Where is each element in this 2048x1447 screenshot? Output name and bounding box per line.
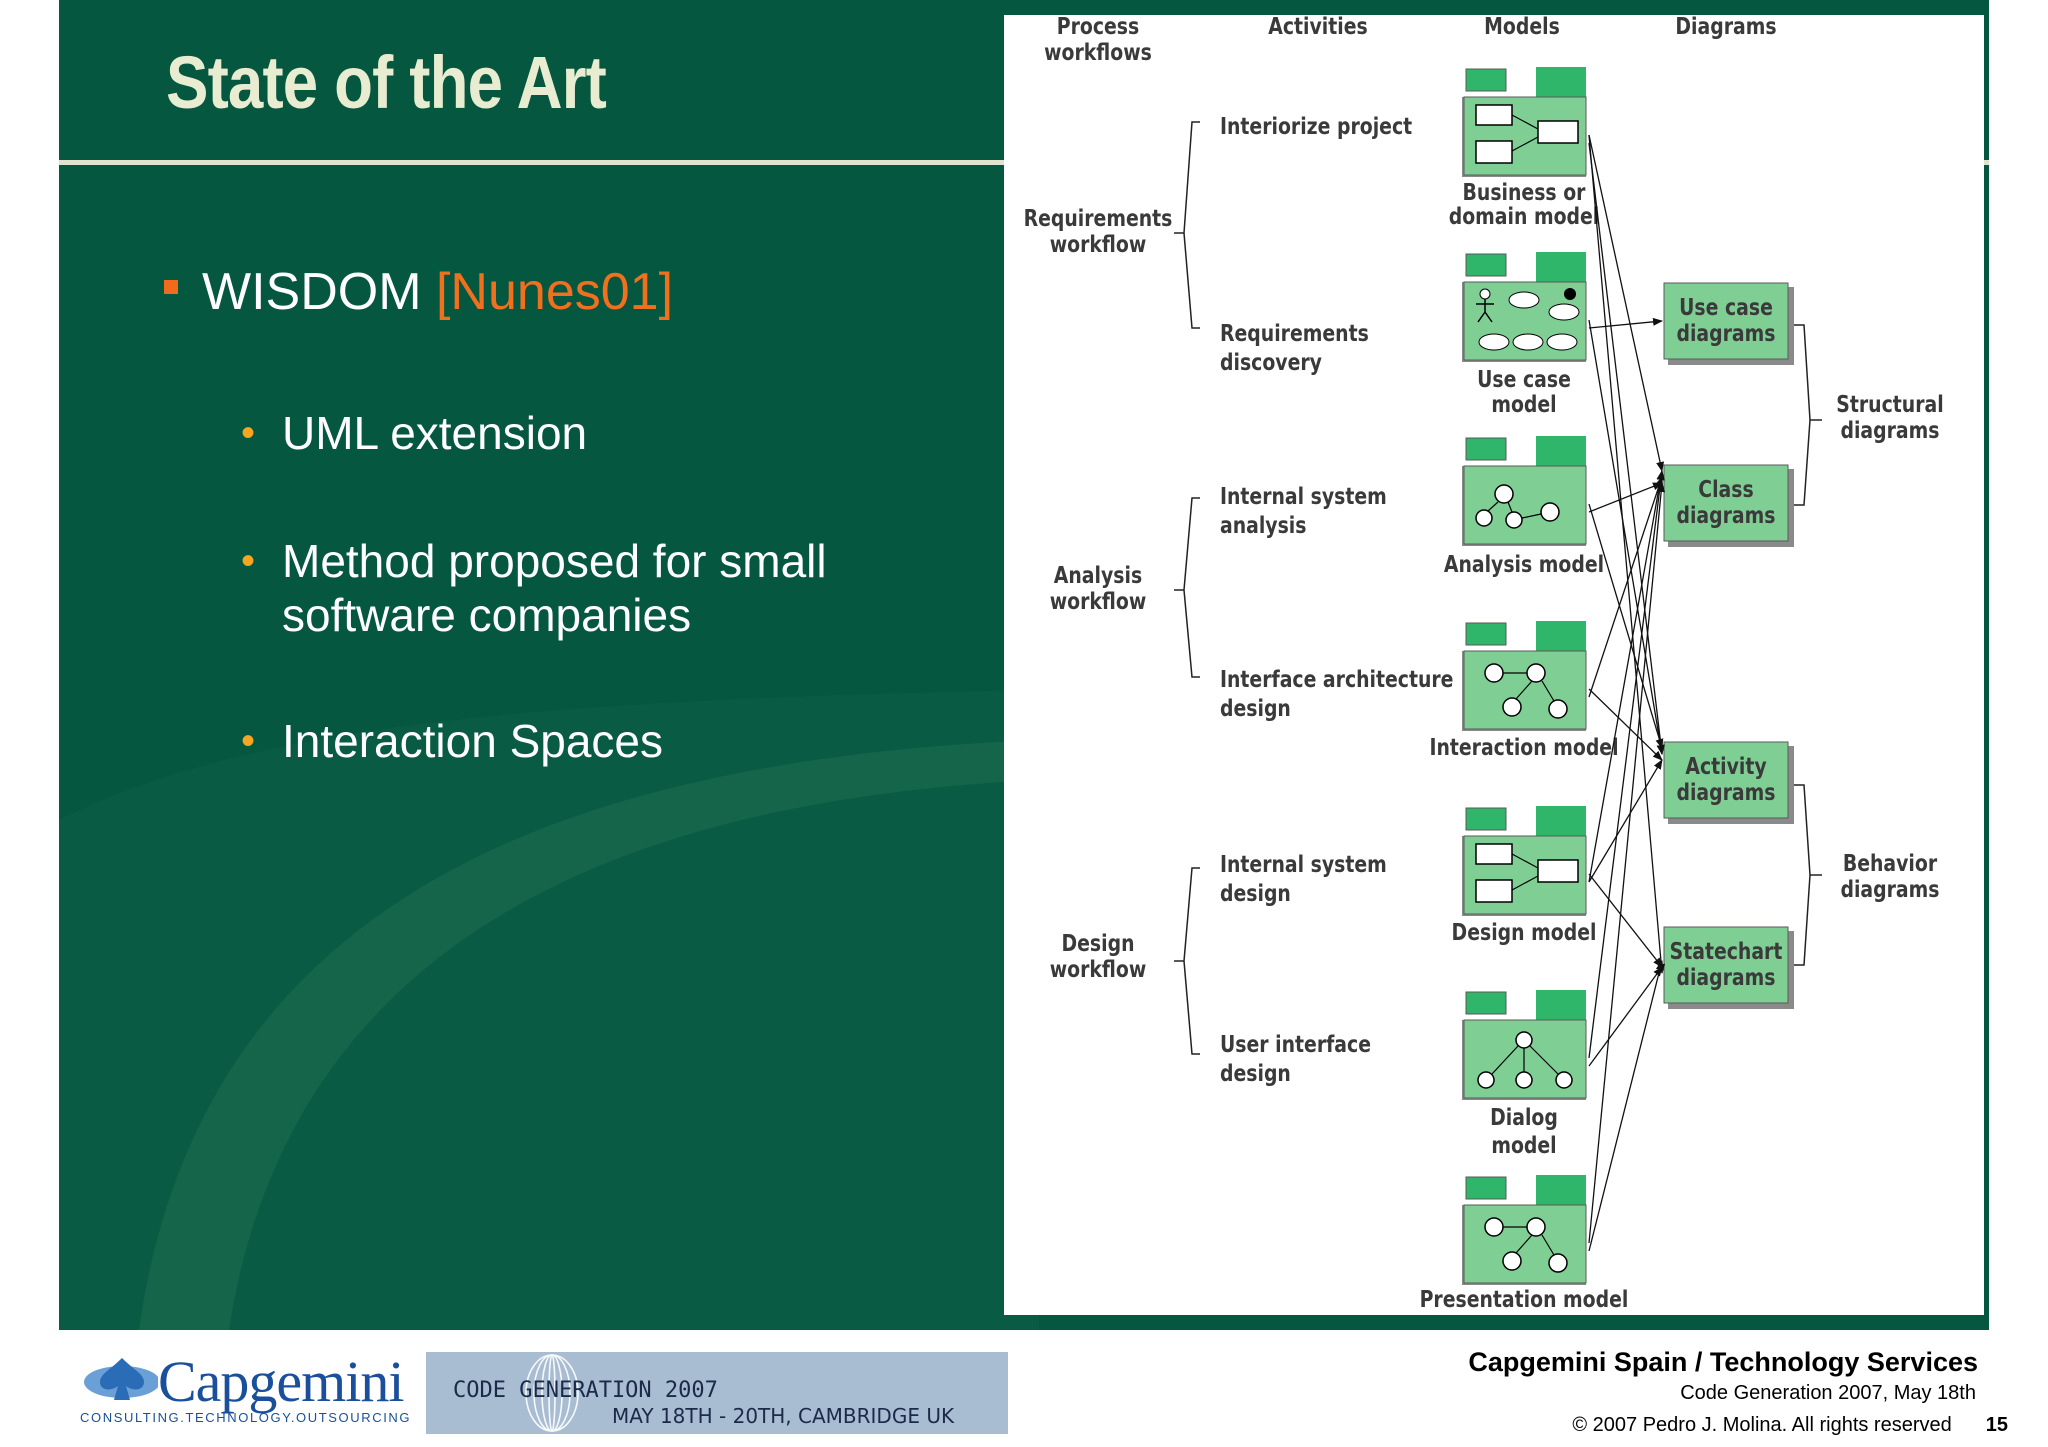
main-bullet: WISDOM [Nunes01]	[164, 262, 673, 322]
model-to-diagram-arrow	[1588, 873, 1663, 968]
footer-copyright-line: © 2007 Pedro J. Molina. All rights reser…	[1572, 1414, 2008, 1437]
footer-organization: Capgemini Spain / Technology Services	[1468, 1347, 1978, 1377]
sub-bullet-text: Interaction Spaces	[282, 715, 664, 767]
event-title: CODE GENERATION 2007	[453, 1378, 718, 1403]
model-to-diagram-arrow	[1588, 134, 1666, 974]
interaction-icon	[1484, 663, 1568, 719]
footer-event-date: Code Generation 2007, May 18th	[1680, 1382, 1976, 1404]
event-banner-graphic	[525, 1354, 579, 1432]
citation-reference: [Nunes01]	[435, 263, 674, 321]
model-to-diagram-arrow	[1588, 503, 1664, 749]
dot-bullet-icon: •	[241, 411, 256, 455]
page-number: 15	[1985, 1414, 2008, 1436]
model-label: Design model	[1452, 918, 1597, 945]
model-to-diagram-arrow	[1588, 142, 1665, 755]
main-bullet-text: WISDOM	[202, 263, 422, 321]
model-to-diagram-arrow	[1588, 134, 1664, 472]
diagram-type-box	[1663, 741, 1794, 824]
model-to-diagram-arrow	[1588, 482, 1666, 1244]
use-case-icon	[1476, 288, 1580, 351]
model-to-diagram-arrow	[1588, 470, 1665, 883]
model-label: Interaction model	[1429, 733, 1618, 760]
structural-bracket	[1794, 324, 1822, 506]
model-box	[1462, 252, 1587, 362]
class-boxes-icon	[1475, 104, 1579, 164]
event-dates: MAY 18TH - 20TH, CAMBRIDGE UK	[612, 1404, 955, 1428]
slide-title: State of the Art	[166, 41, 607, 124]
footer	[0, 1330, 2048, 1447]
company-logo-text: Capgemini	[158, 1349, 405, 1414]
model-box	[1462, 67, 1587, 177]
sub-bullet-text: Method proposed for small	[282, 535, 827, 587]
capgemini-logo: Capgemini CONSULTING.TECHNOLOGY.OUTSOURC…	[78, 1348, 410, 1428]
model-to-diagram-arrow	[1588, 759, 1663, 883]
class-boxes-icon	[1475, 843, 1579, 903]
workflow-bracket	[1174, 867, 1200, 1055]
diagram-type-box	[1663, 282, 1794, 365]
company-tagline: CONSULTING.TECHNOLOGY.OUTSOURCING	[80, 1410, 412, 1425]
model-to-diagram-arrow	[1588, 482, 1663, 513]
model-box	[1462, 806, 1587, 916]
model-box	[1462, 1175, 1587, 1285]
background-swoosh	[59, 690, 1039, 1330]
dot-bullet-icon: •	[241, 539, 256, 583]
model-to-diagram-arrow	[1588, 470, 1665, 1059]
model-box	[1462, 436, 1587, 546]
square-bullet-icon	[164, 280, 178, 295]
event-banner: CODE GENERATION 2007 MAY 18TH - 20TH, CA…	[426, 1352, 1008, 1434]
behavior-bracket	[1794, 784, 1822, 966]
workflow-bracket	[1174, 121, 1200, 329]
interaction-icon	[1484, 1217, 1568, 1273]
model-to-diagram-arrow	[1588, 476, 1663, 698]
sub-bullet-text: UML extension	[282, 407, 588, 459]
column-header: Diagrams	[1675, 15, 1776, 39]
dialog-tree-icon	[1477, 1031, 1573, 1089]
diagram-type-box	[1663, 464, 1794, 547]
model-to-diagram-arrow	[1588, 319, 1665, 755]
sub-bullet-text-line-2: software companies	[282, 589, 692, 641]
footer-copyright: © 2007 Pedro J. Molina. All rights reser…	[1572, 1414, 1952, 1436]
model-to-diagram-arrow	[1588, 960, 1664, 1252]
spade-logo-icon	[84, 1358, 158, 1400]
model-to-diagram-arrow	[1588, 966, 1663, 1067]
workflow-bracket	[1174, 497, 1200, 678]
model-label: Analysis model	[1444, 550, 1604, 577]
analysis-classes-icon	[1475, 484, 1560, 529]
column-header: Models	[1484, 15, 1560, 39]
dot-bullet-icon: •	[241, 719, 256, 763]
column-header: Activities	[1268, 15, 1367, 39]
model-box	[1462, 990, 1587, 1100]
model-label: Presentation model	[1420, 1285, 1629, 1312]
activity-label: Interiorize project	[1220, 112, 1412, 139]
diagram-type-box	[1663, 926, 1794, 1009]
model-to-diagram-arrow	[1588, 688, 1663, 761]
model-to-diagram-arrow	[1588, 317, 1663, 329]
model-box	[1462, 621, 1587, 731]
